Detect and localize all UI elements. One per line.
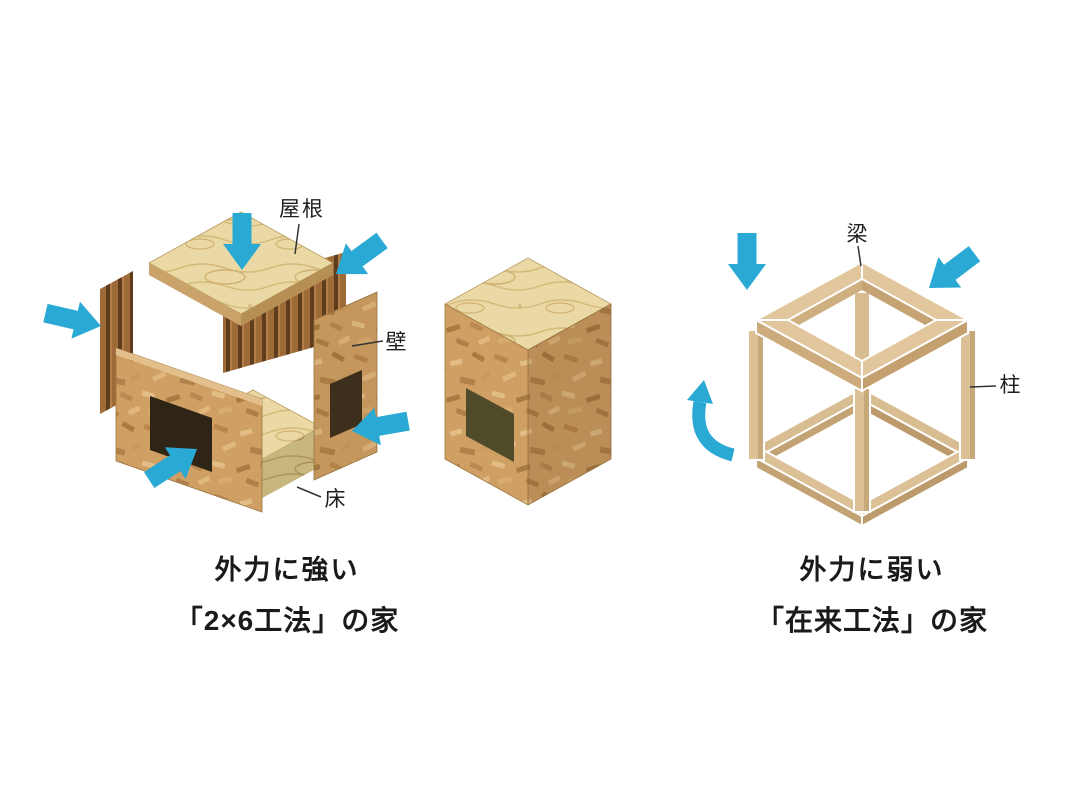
front-wall-window-opening: [150, 396, 212, 472]
curved-arrow-tail: [692, 400, 735, 462]
top-beam-frame: [753, 260, 971, 393]
roof-label: 屋根: [279, 198, 325, 221]
side-wall-window-opening: [330, 370, 362, 438]
wall-label: 壁: [386, 331, 409, 354]
sill-beam-front-right: [861, 444, 969, 528]
exploded-panel-house: 屋根 壁 床: [100, 198, 409, 513]
roof-edge-right: [241, 263, 333, 326]
front-wall-top-edge: [116, 348, 262, 406]
right-caption-line1: 外力に弱い: [799, 555, 945, 585]
force-arrows: [41, 213, 986, 496]
frame-house: 梁 柱: [747, 223, 1023, 528]
force-arrow-right-top-down: [728, 233, 766, 290]
top-frame-inner-back-right: [862, 279, 936, 331]
top-frame-edge-right: [861, 318, 969, 393]
left-caption-line2: 「2×6工法」の家: [174, 605, 400, 636]
curved-arrow-head: [687, 380, 713, 404]
pillar-leader-line: [969, 385, 997, 388]
assembled-panel-house: [444, 257, 612, 506]
left-caption-line1: 外力に強い: [214, 555, 360, 585]
force-arrow-curved: [687, 380, 735, 462]
force-arrow-right-upper-right: [917, 238, 986, 304]
post-front: [853, 387, 871, 513]
post-right: [959, 329, 977, 461]
wall-leader-line: [351, 340, 384, 347]
side-wall-panel: [313, 291, 378, 481]
top-frame-inner-back-left: [788, 279, 862, 331]
floor-label: 床: [325, 488, 348, 511]
cube-window-opening: [466, 388, 514, 462]
sill-beam-front-left: [755, 444, 863, 528]
right-caption: 外力に弱い 「在来工法」の家: [722, 548, 1022, 639]
right-caption-line2: 「在来工法」の家: [755, 605, 988, 636]
beam-leader-line: [857, 245, 862, 267]
floor-edge-right: [253, 427, 321, 503]
left-caption: 外力に強い 「2×6工法」の家: [137, 548, 437, 639]
roof-leader-line: [294, 223, 300, 255]
force-arrow-left-side: [41, 294, 106, 345]
beam-label: 梁: [847, 223, 870, 246]
post-left: [747, 329, 765, 461]
pillar-label: 柱: [1000, 374, 1023, 397]
front-wall-panel: [115, 347, 263, 513]
roof-edge-left: [149, 263, 241, 326]
cube-right-face: [527, 303, 612, 506]
floor-edge-shade: [253, 427, 321, 503]
cube-right-face-shade: [528, 304, 611, 505]
floor-leader-line: [296, 486, 322, 498]
